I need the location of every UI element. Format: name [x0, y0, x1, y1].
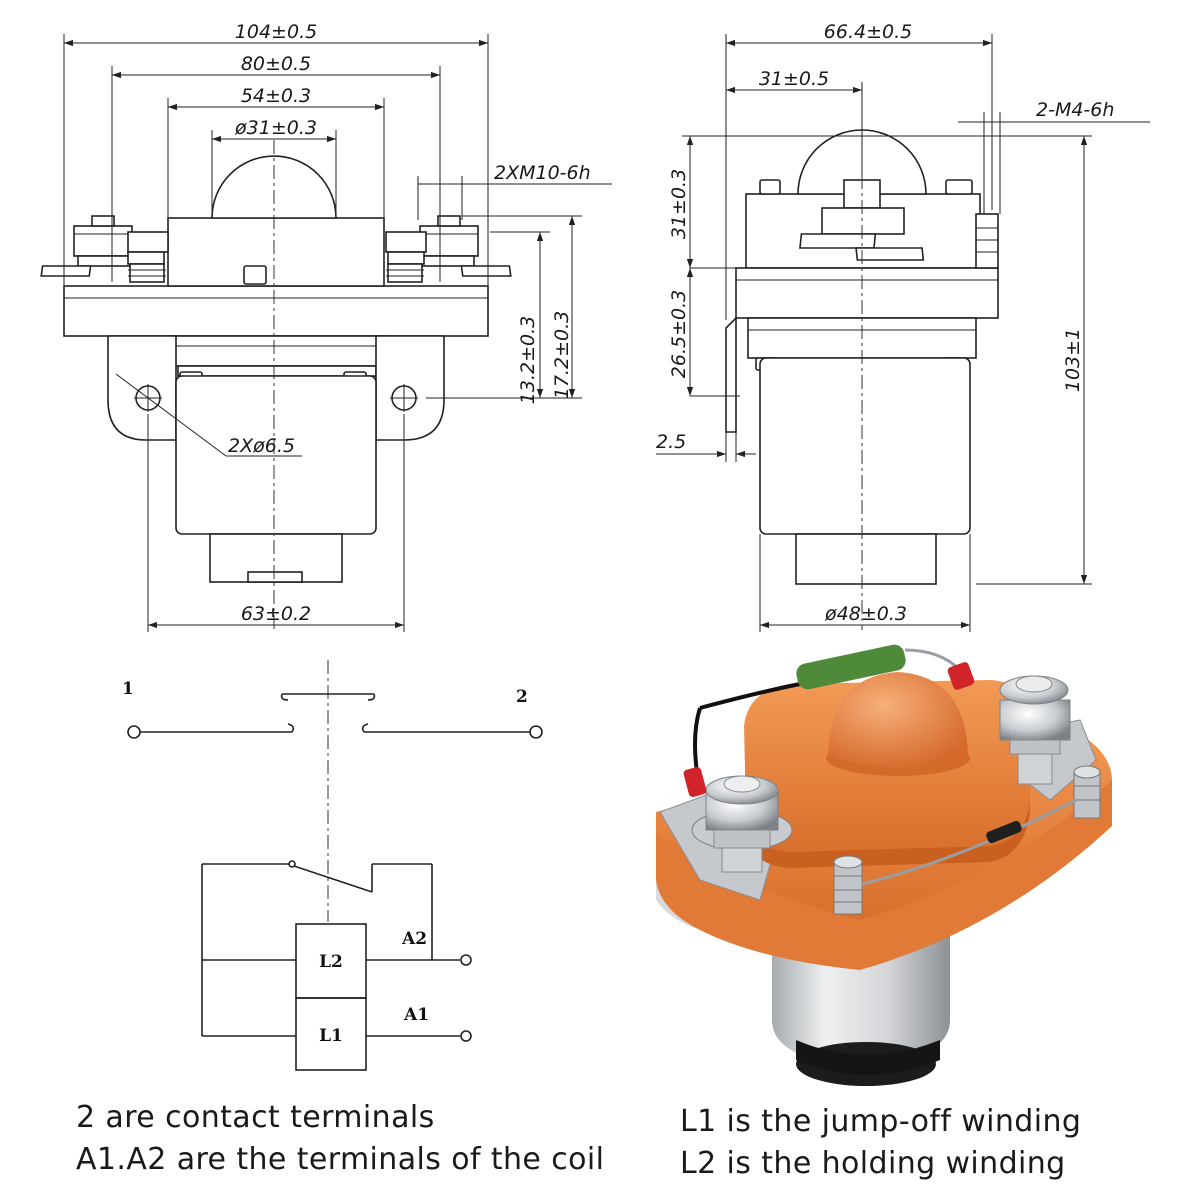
coil-terminal-a1	[460, 1030, 472, 1042]
caption-jump-off-winding: L1 is the jump-off winding	[680, 1104, 1082, 1139]
label-terminal-2: 2	[516, 687, 528, 707]
front-dim-dome-diameter: ø31±0.3	[234, 117, 317, 139]
front-dimensions: 104±0.5 80±0.5 54±0.3 ø31±0.3 2XM10-6h 1…	[63, 21, 612, 632]
front-dim-mount-holes: 2Xø6.5	[228, 435, 295, 457]
product-photo	[656, 644, 1112, 1086]
label-terminal-1: 1	[122, 679, 134, 699]
photo-coil-post-a1	[833, 855, 863, 915]
photo-coil-post-a2	[1073, 765, 1101, 819]
side-dimensions: 66.4±0.5 31±0.5 2-M4-6h 31±0.3 26.5±0.3 …	[656, 21, 1150, 632]
side-dim-offset: 31±0.5	[759, 68, 829, 90]
caption-holding-winding: L2 is the holding winding	[680, 1146, 1066, 1181]
caption-coil-terminals: A1.A2 are the terminals of the coil	[76, 1142, 605, 1177]
side-dim-body-diameter: ø48±0.3	[824, 603, 907, 625]
coil-terminal-a2	[460, 954, 472, 966]
photo-terminal-left	[691, 775, 793, 873]
side-coil-can	[759, 357, 971, 535]
caption-contact-terminals: 2 are contact terminals	[76, 1100, 435, 1135]
front-dim-height-b: 17.2±0.3	[551, 311, 573, 399]
front-view: 104±0.5 80±0.5 54±0.3 ø31±0.3 2XM10-6h 1…	[40, 21, 612, 632]
front-dim-mount-spacing: 63±0.2	[241, 603, 311, 625]
photo-terminal-right	[999, 675, 1071, 785]
side-dim-overall-height: 103±1	[1062, 328, 1084, 392]
photo-resistor	[796, 644, 906, 690]
contact-terminal-2	[529, 725, 543, 739]
front-dim-terminal-thread: 2XM10-6h	[494, 162, 591, 184]
front-dim-terminal-spacing: 80±0.5	[241, 53, 311, 75]
front-terminal-left	[40, 215, 169, 283]
front-dome	[211, 155, 337, 219]
photo-dome	[828, 672, 968, 768]
side-bracket	[725, 316, 737, 433]
winding-l1	[295, 997, 367, 1071]
side-dim-bracket-thickness: 2.5	[656, 431, 686, 453]
photo-diode	[986, 820, 1022, 844]
front-base-flange	[63, 285, 489, 337]
front-cover	[167, 217, 385, 287]
side-dim-overall-width: 66.4±0.5	[824, 21, 912, 43]
contact-terminal-1	[127, 725, 141, 739]
label-l2: L2	[319, 952, 343, 972]
front-dim-cover-width: 54±0.3	[241, 85, 311, 107]
label-a1: A1	[403, 1005, 429, 1025]
side-dim-top-height: 31±0.3	[668, 169, 690, 239]
front-dim-height-a: 13.2±0.3	[517, 316, 539, 404]
label-l1: L1	[319, 1026, 343, 1046]
front-dim-overall-width: 104±0.5	[235, 21, 317, 43]
wiring-schematic: 1 2 L2 L1 A2 A1	[122, 660, 543, 1071]
side-dim-bracket-height: 26.5±0.3	[668, 290, 690, 378]
side-dim-coil-thread: 2-M4-6h	[1036, 99, 1114, 121]
label-a2: A2	[401, 929, 427, 949]
front-terminal-right	[385, 215, 512, 283]
side-view: 66.4±0.5 31±0.5 2-M4-6h 31±0.3 26.5±0.3 …	[656, 21, 1150, 632]
